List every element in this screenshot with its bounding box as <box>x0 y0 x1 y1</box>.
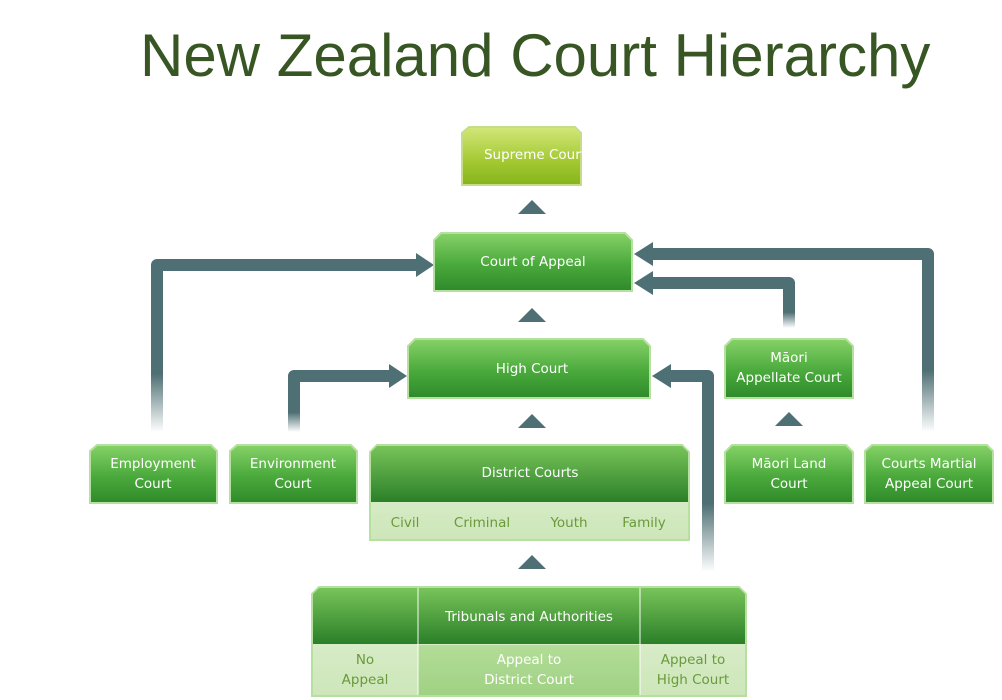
no-appeal-line1: No <box>356 652 374 668</box>
triangle-district-to-high <box>518 414 546 428</box>
supreme-court-label: Supreme Court <box>484 147 586 163</box>
triangle-maori-land-to-appellate <box>775 412 803 426</box>
box-supreme-court: Supreme Court <box>461 126 586 186</box>
triangle-high-to-appeal <box>518 308 546 322</box>
district-division-youth: Youth <box>549 515 587 531</box>
no-appeal-line2: Appeal <box>342 672 389 688</box>
maori-land-line2: Court <box>770 476 807 492</box>
arrow-environment-to-high <box>288 370 390 432</box>
triangle-tribunals-to-district <box>518 555 546 569</box>
box-maori-land-court: Māori Land Court <box>724 444 854 504</box>
appeal-to-district-line2: District Court <box>484 672 574 688</box>
box-courts-martial-appeal-court: Courts Martial Appeal Court <box>864 444 994 504</box>
arrowhead-maori-appellate <box>634 271 653 295</box>
district-division-civil: Civil <box>391 515 420 531</box>
page-title: New Zealand Court Hierarchy <box>140 22 931 89</box>
court-of-appeal-label: Court of Appeal <box>480 254 585 270</box>
box-high-court: High Court <box>407 338 651 399</box>
environment-line1: Environment <box>250 456 336 472</box>
appeal-to-district-line1: Appeal to <box>497 652 562 668</box>
arrow-employment-to-appeal <box>151 259 418 432</box>
box-court-of-appeal: Court of Appeal <box>433 232 633 292</box>
maori-appellate-line1: Māori <box>770 350 807 366</box>
courts-martial-line2: Appeal Court <box>885 476 973 492</box>
box-maori-appellate-court: Māori Appellate Court <box>724 338 854 399</box>
courts-martial-line1: Courts Martial <box>882 456 977 472</box>
arrow-courts-martial-to-appeal <box>652 248 934 432</box>
high-court-label: High Court <box>496 361 568 377</box>
up-triangles <box>518 200 803 569</box>
appeal-to-high-line1: Appeal to <box>661 652 726 668</box>
district-division-family: Family <box>622 515 665 531</box>
box-tribunals-and-authorities: Tribunals and Authorities No Appeal Appe… <box>311 586 747 697</box>
maori-land-line1: Māori Land <box>752 456 827 472</box>
tribunals-label: Tribunals and Authorities <box>444 609 613 625</box>
arrowhead-tribunals-high <box>652 364 671 388</box>
arrowhead-environment <box>389 364 407 388</box>
environment-line2: Court <box>274 476 311 492</box>
arrowhead-employment <box>416 253 434 277</box>
box-district-courts: District Courts Civil Criminal Youth Fam… <box>369 444 690 541</box>
arrow-maori-appellate-to-appeal <box>652 277 795 328</box>
district-division-criminal: Criminal <box>454 515 510 531</box>
connectors <box>151 242 934 572</box>
box-employment-court: Employment Court <box>89 444 218 504</box>
employment-line1: Employment <box>110 456 196 472</box>
box-environment-court: Environment Court <box>229 444 358 504</box>
arrow-tribunals-to-high <box>670 370 714 572</box>
maori-appellate-line2: Appellate Court <box>736 370 841 386</box>
employment-line2: Court <box>134 476 171 492</box>
district-courts-label: District Courts <box>482 465 579 481</box>
appeal-to-high-line2: High Court <box>657 672 729 688</box>
arrowhead-courts-martial <box>634 242 653 266</box>
triangle-appeal-to-supreme <box>518 200 546 214</box>
